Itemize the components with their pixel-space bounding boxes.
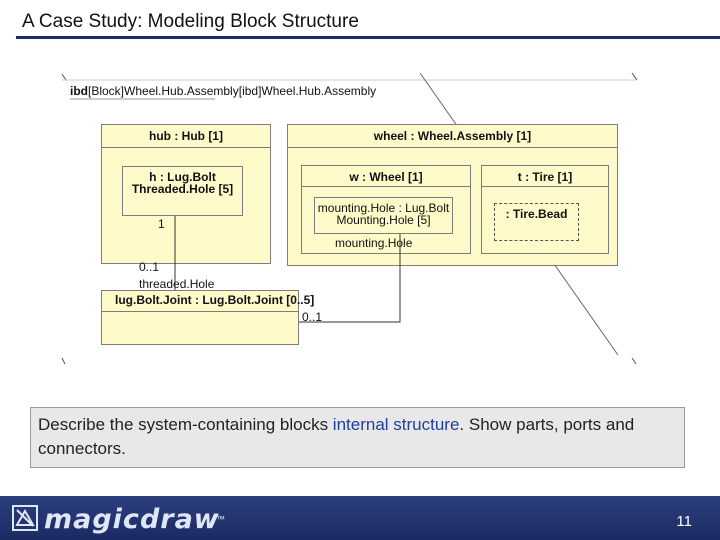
hub-block-divider <box>102 147 270 148</box>
brand-name: magicdraw <box>44 504 220 535</box>
threaded-hole-port-label: threaded.Hole <box>139 277 215 291</box>
wheel-block-title: wheel : Wheel.Assembly [1] <box>373 129 532 143</box>
description-text-start: Describe the system-containing blocks <box>38 415 333 434</box>
lugbolt-part[interactable]: h : Lug.Bolt Threaded.Hole [5] <box>122 166 243 216</box>
diagram-header-name: Wheel.Hub.Assembly <box>124 84 239 98</box>
diagram-header-ibd-name: Wheel.Hub.Assembly <box>261 84 377 98</box>
tirebead-part[interactable]: : Tire.Bead <box>494 203 579 241</box>
magicdraw-logo-icon <box>12 505 38 531</box>
description-highlight: internal structure <box>332 415 460 434</box>
description-box: Describe the system-containing blocks in… <box>30 407 685 468</box>
tire-part-divider <box>482 186 608 187</box>
mounting-hole-part[interactable]: mounting.Hole : Lug.Bolt Mounting.Hole [… <box>314 197 453 234</box>
mounting-part-line1: mounting.Hole : Lug.Bolt <box>317 201 450 215</box>
joint-block-divider <box>102 311 298 312</box>
wheel-part-title: w : Wheel [1] <box>349 170 423 184</box>
wheel-block-divider <box>288 147 617 148</box>
lugbolt-part-line1: h : Lug.Bolt <box>149 170 216 184</box>
connector-lines <box>174 216 401 323</box>
tirebead-part-label: : Tire.Bead <box>505 207 568 221</box>
diagram-header: ibd[Block]Wheel.Hub.Assembly[ibd]Wheel.H… <box>70 84 376 98</box>
tire-part-title: t : Tire [1] <box>517 170 573 184</box>
left-multiplicity-label: 0..1 <box>139 260 160 274</box>
description-text-end: . Show parts, ports and connectors. <box>38 415 635 458</box>
diagram-header-block: [Block] <box>88 84 125 98</box>
lugbolt-joint-block[interactable] <box>101 290 299 345</box>
diagram-kind: ibd <box>70 84 88 98</box>
mounting-hole-connector <box>299 234 401 323</box>
footer-bar <box>0 496 720 540</box>
title-divider <box>16 36 720 39</box>
mounting-hole-port-label: mounting.Hole <box>335 236 413 250</box>
slide-title: A Case Study: Modeling Block Structure <box>22 11 359 32</box>
lugbolt-joint-title: lug.Bolt.Joint : Lug.Bolt.Joint [0..5] <box>115 293 315 307</box>
lugbolt-part-line2: Threaded.Hole [5] <box>131 182 234 196</box>
trademark-mark: ™ <box>216 514 225 524</box>
diagram-header-ibd: [ibd] <box>238 84 262 98</box>
page-number: 11 <box>676 513 692 530</box>
mounting-part-line2: Mounting.Hole [5] <box>336 213 431 227</box>
right-multiplicity-label: 0..1 <box>302 310 323 324</box>
hub-block-title: hub : Hub [1] <box>149 129 223 143</box>
wheel-part-divider <box>302 186 470 187</box>
multiplicity-label: 1 <box>158 217 165 231</box>
